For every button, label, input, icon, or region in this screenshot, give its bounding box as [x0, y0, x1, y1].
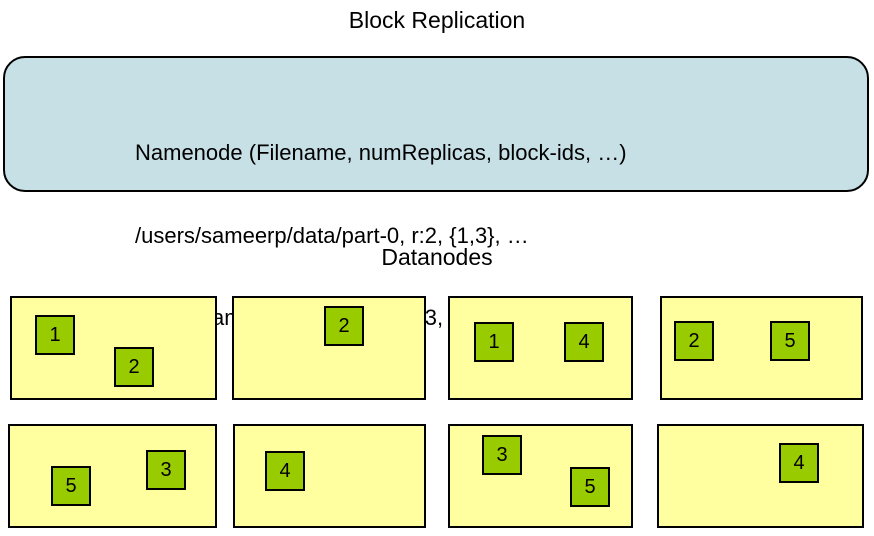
block-3: 3: [482, 435, 522, 475]
namenode-file-entry-part0: /users/sameerp/data/part-0, r:2, {1,3}, …: [135, 222, 529, 248]
block-2: 2: [114, 347, 154, 387]
block-1: 1: [474, 322, 514, 362]
block-3: 3: [146, 450, 186, 490]
namenode-box: Namenode (Filename, numReplicas, block-i…: [3, 56, 869, 330]
block-4: 4: [564, 322, 604, 362]
datanode-box-6: 4: [233, 424, 426, 528]
block-2: 2: [674, 321, 714, 361]
block-5: 5: [51, 466, 91, 506]
datanode-box-8: 4: [657, 424, 864, 528]
block-1: 1: [35, 315, 75, 355]
namenode-header-line: Namenode (Filename, numReplicas, block-i…: [135, 140, 627, 165]
block-4: 4: [779, 443, 819, 483]
block-5: 5: [570, 467, 610, 507]
datanodes-title: Datanodes: [381, 244, 493, 270]
datanode-box-2: 2: [232, 296, 426, 400]
diagram-title: Block Replication: [348, 7, 526, 33]
block-2: 2: [324, 306, 364, 346]
block-5: 5: [770, 321, 810, 361]
block-4: 4: [265, 451, 305, 491]
